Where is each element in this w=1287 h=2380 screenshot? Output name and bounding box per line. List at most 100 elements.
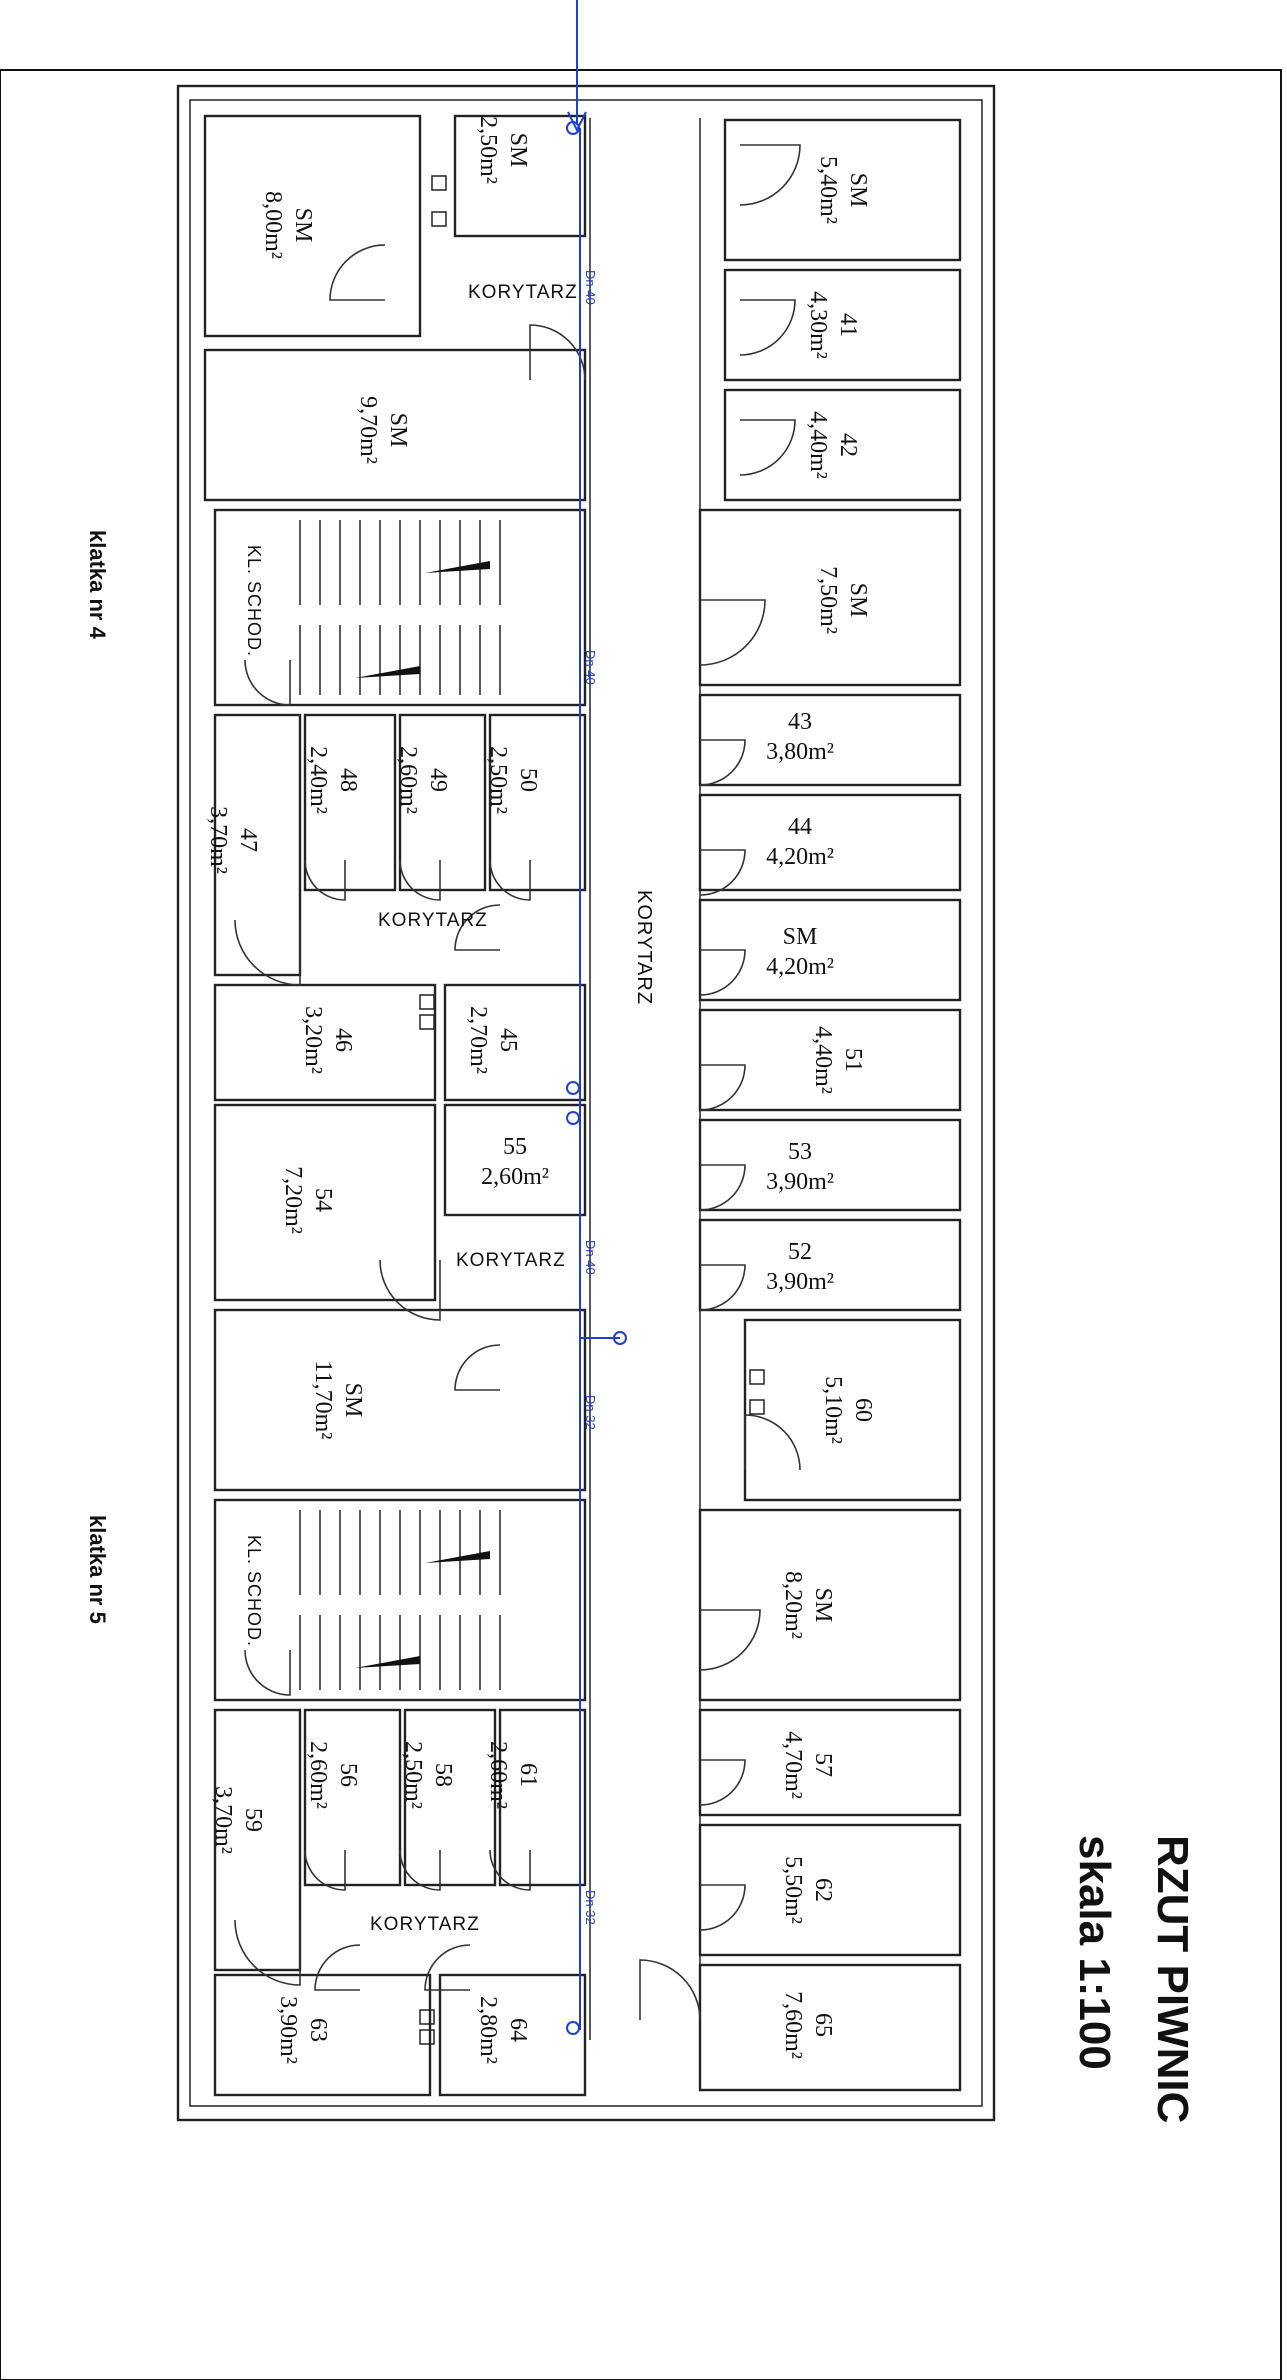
room-outline [498,1708,587,1887]
pipe-node [566,1081,580,1095]
room-number: 50 [515,768,541,792]
corridor-label: KORYTARZ [468,282,578,303]
stair-label: KL. SCHOD. [244,1535,264,1647]
door-swing [699,1164,746,1211]
room-label: 463,20m² [300,1006,356,1074]
room-area: 2,60m² [395,746,421,814]
door-swing [379,1259,441,1321]
room-number: 55 [503,1134,527,1160]
room-area: 3,70m² [210,1786,236,1854]
room-outline [438,1973,587,2097]
door-swing [329,244,386,301]
room-number: 54 [310,1188,336,1212]
door-swing [304,1849,346,1891]
door-swing [234,1919,301,1986]
room-outline [698,508,962,687]
room-outline [403,1708,497,1887]
room-area: 2,70m² [465,1006,491,1074]
door-swing [639,1959,701,2021]
room-area: 5,10m² [820,1376,846,1444]
plan-scale: skala 1:100 [1070,1835,1119,2070]
room-labels: SM8,00m²SM2,50m²SM9,70m²SM5,40m²414,30m²… [205,116,876,2064]
room-area: 3,20m² [300,1006,326,1074]
pipe-label: Dn 40 [583,1240,598,1275]
building-outer-wall [176,84,996,2122]
room-label: 424,40m² [805,411,861,479]
room-number: SM [845,173,871,208]
vent-icon [419,994,435,1010]
room-label: 502,50m² [485,746,541,814]
room-number: 61 [515,1763,541,1787]
door-swing [244,1649,291,1696]
room-area: 4,40m² [805,411,831,479]
building-inner-wall [189,99,983,2107]
room-outline [698,1008,962,1112]
room-label: 492,60m² [395,746,451,814]
room-outline [743,1318,962,1502]
room-label: 414,30m² [805,291,861,359]
room-label: 657,60m² [780,1991,836,2059]
room-number: SM [810,1588,836,1623]
door-swing [699,949,746,996]
water-pipe: Dn 40 Dn 40 Dn 40 Dn 32 Dn 32 [566,0,627,2035]
room-number: 56 [335,1763,361,1787]
main-corridor-label: KORYTARZ [633,890,655,1005]
room-area: 8,00m² [260,191,286,259]
door-swing [424,1944,471,1991]
room-number: 59 [240,1808,266,1832]
room-label: 433,80m² [766,709,834,765]
room-label: 593,70m² [210,1786,266,1854]
room-label: 482,40m² [305,746,361,814]
room-label: 44 4,20m² [766,814,834,870]
room-number: 60 [850,1398,876,1422]
room-outline [303,713,397,892]
room-outline [698,793,962,892]
door-swings [234,144,801,2021]
stair-direction-arrow-icon [355,1656,420,1668]
room-number: 49 [425,768,451,792]
room-outline [398,713,487,892]
door-swing [399,859,441,901]
east-rooms [698,118,962,2092]
room-area: 5,50m² [780,1856,806,1924]
room-outline [213,713,302,977]
room-number: 44 [788,814,812,840]
room-number: 41 [835,313,861,337]
room-outline [213,1308,587,1492]
room-number: SM [340,1383,366,1418]
room-number: 47 [235,828,261,852]
door-swing [699,739,746,786]
stairwell-caption: klatka nr 5 [85,1515,110,1624]
door-swing [399,1849,441,1891]
room-label: 514,40m² [810,1026,866,1094]
room-number: 46 [330,1028,356,1052]
room-label: SM8,00m² [260,191,316,259]
door-swing [489,859,531,901]
vent-icon [419,1014,435,1030]
door-swing [739,419,796,476]
door-swing [699,1609,761,1671]
room-area: 3,90m² [766,1269,834,1295]
door-swing [739,299,796,356]
room-area: 4,20m² [766,844,834,870]
room-number: 63 [305,2018,331,2042]
room-area: 8,20m² [780,1571,806,1639]
room-area: 4,70m² [780,1731,806,1799]
room-label: 452,70m² [465,1006,521,1074]
pipe-node [613,1331,627,1345]
room-number: 53 [788,1139,812,1165]
vent-icon [749,1399,765,1415]
room-outline [698,1708,962,1817]
door-swing [489,1849,531,1891]
room-label: SM5,40m² [815,156,871,224]
room-area: 9,70m² [355,396,381,464]
pipe-node [566,1111,580,1125]
room-area: 2,60m² [305,1741,331,1809]
room-number: SM [845,583,871,618]
vent-icon [431,211,447,227]
door-swing [234,919,301,986]
room-outline [723,268,962,382]
room-area: 2,40m² [305,746,331,814]
room-label: 552,60m² [481,1134,549,1190]
